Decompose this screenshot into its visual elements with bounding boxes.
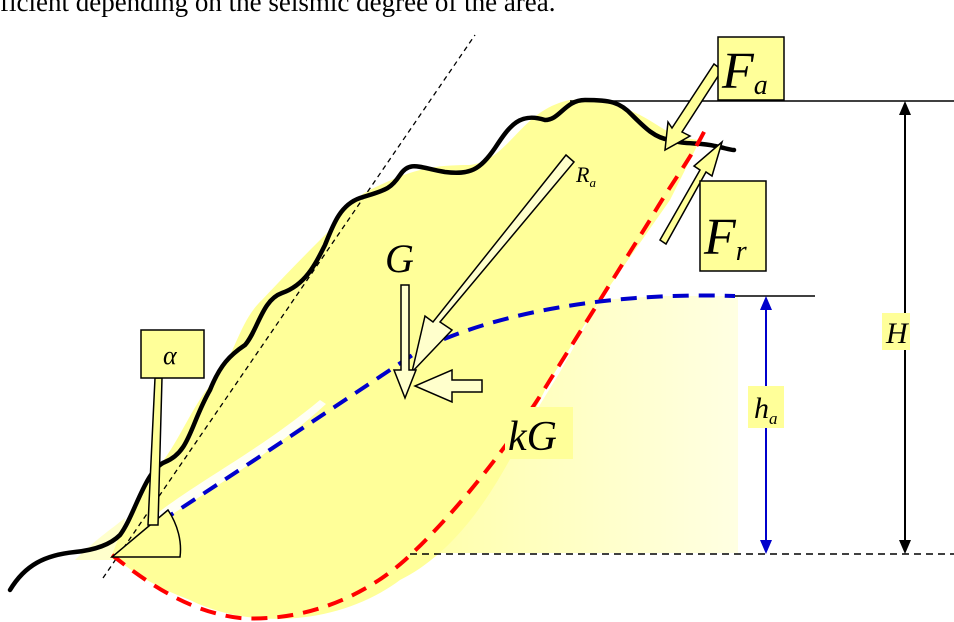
seismic-arrow-kG: kG: [413, 368, 573, 460]
label-ha: h: [754, 392, 769, 425]
svg-text:Fa: Fa: [721, 43, 768, 101]
caption-text: ficient depending on the seismic degree …: [0, 0, 556, 17]
resisting-force-Fr: Fr: [659, 139, 767, 272]
label-Fr: F: [703, 209, 737, 266]
label-Fr-sub: r: [736, 236, 747, 267]
label-Fa: F: [721, 43, 755, 100]
label-kG: kG: [508, 414, 557, 460]
label-alpha: α: [163, 341, 178, 370]
height-dimension-H: H: [882, 101, 911, 554]
label-G: G: [385, 236, 414, 281]
phreatic-line: [158, 293, 736, 524]
height-dimension-ha: ha: [748, 296, 784, 554]
driving-force-Fa: Fa: [664, 36, 785, 152]
svg-text:Ra: Ra: [575, 162, 596, 190]
label-Ra-sub: a: [589, 175, 596, 190]
label-ha-sub: a: [769, 409, 778, 428]
slip-surface: [110, 129, 707, 621]
weight-arrow-G: G: [385, 236, 418, 401]
resultant-arrow-Ra: Ra: [410, 153, 596, 375]
ground-profile: [7, 97, 737, 593]
svg-text:ha: ha: [754, 392, 778, 428]
slope-reference-line: [102, 34, 476, 579]
angle-alpha-callout: α: [109, 329, 205, 558]
label-Fa-sub: a: [754, 70, 768, 101]
label-H: H: [885, 317, 910, 350]
label-Ra: R: [575, 162, 590, 187]
svg-text:Fr: Fr: [703, 209, 747, 267]
white-strip: [155, 400, 326, 522]
